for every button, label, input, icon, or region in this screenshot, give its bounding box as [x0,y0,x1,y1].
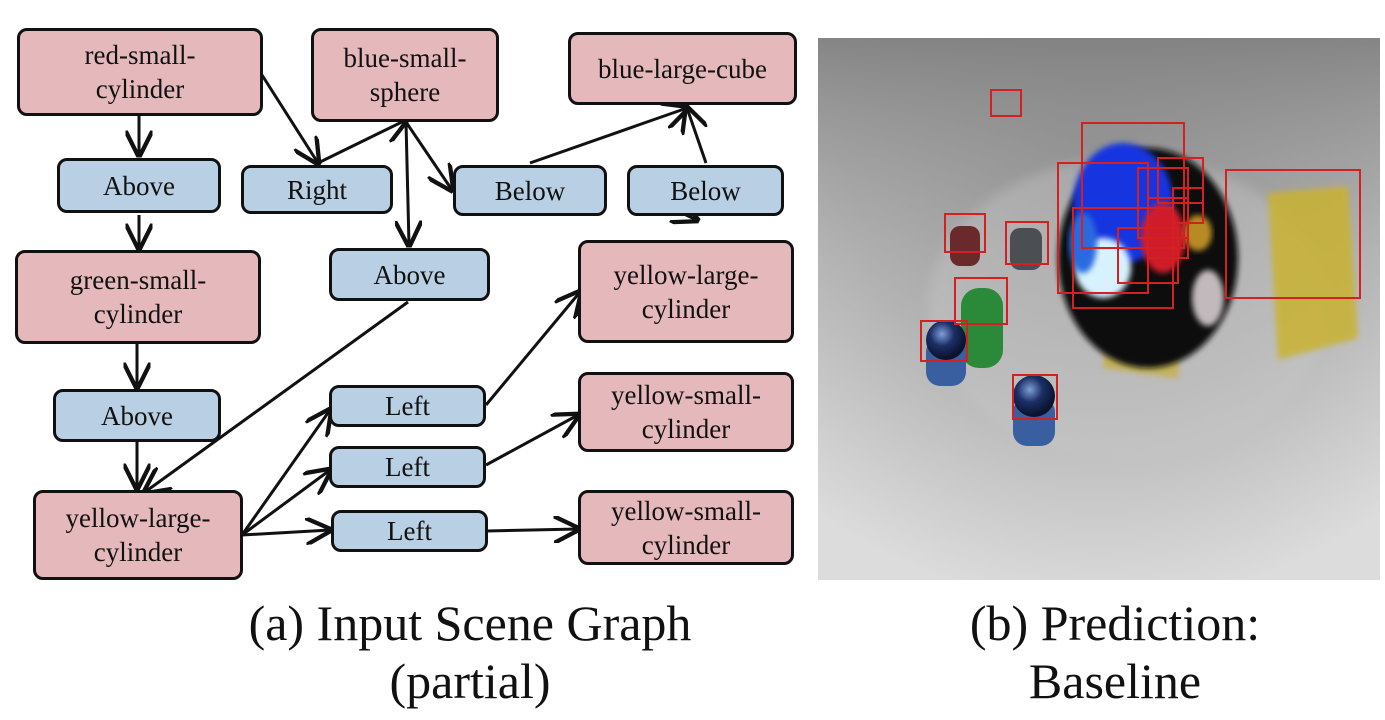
caption-input-scene-graph: (a) Input Scene Graph (partial) [248,595,692,709]
edge [687,108,706,164]
node-blue-large-cube: blue-large-cube [568,32,797,105]
node-below-2: Below [627,165,784,216]
node-left-3: Left [331,510,488,552]
node-right: Right [241,165,393,214]
edge [240,410,330,536]
edge [241,530,330,535]
node-yellow-small-cylinder-1: yellow-small- cylinder [578,372,794,452]
pred-box [1005,221,1049,265]
pred-box [1012,374,1058,420]
pred-box [1172,187,1204,224]
prediction-image [818,38,1380,580]
node-yellow-large-cylinder-bottom: yellow-large- cylinder [33,490,243,580]
edge [317,120,406,165]
pred-box [1157,157,1204,204]
node-yellow-large-cylinder-top: yellow-large- cylinder [578,240,794,343]
node-below-1: Below [453,165,607,216]
node-yellow-small-cylinder-2: yellow-small- cylinder [578,490,794,565]
node-red-small-cylinder: red-small- cylinder [17,28,263,116]
pred-box [954,277,1008,325]
node-above-3: Above [329,248,490,301]
pred-box [1117,227,1179,284]
edge [485,529,578,531]
pred-box [944,213,986,253]
edge [485,415,578,467]
pred-box [1081,122,1185,249]
edge [406,121,409,245]
pred-box [920,320,968,362]
pred-box [990,89,1022,117]
pred-box [1225,169,1361,299]
node-above-1: Above [57,158,221,213]
edge [241,470,330,537]
caption-prediction-baseline: (b) Prediction: Baseline [969,595,1261,709]
edge [260,74,318,163]
node-above-2: Above [53,389,221,442]
node-left-2: Left [329,446,486,488]
edge [404,121,452,190]
edge [529,108,687,165]
node-left-1: Left [329,385,486,427]
edge [145,300,409,492]
node-blue-small-sphere: blue-small- sphere [311,28,499,122]
edge [484,292,580,406]
node-green-small-cylinder: green-small- cylinder [15,250,261,344]
